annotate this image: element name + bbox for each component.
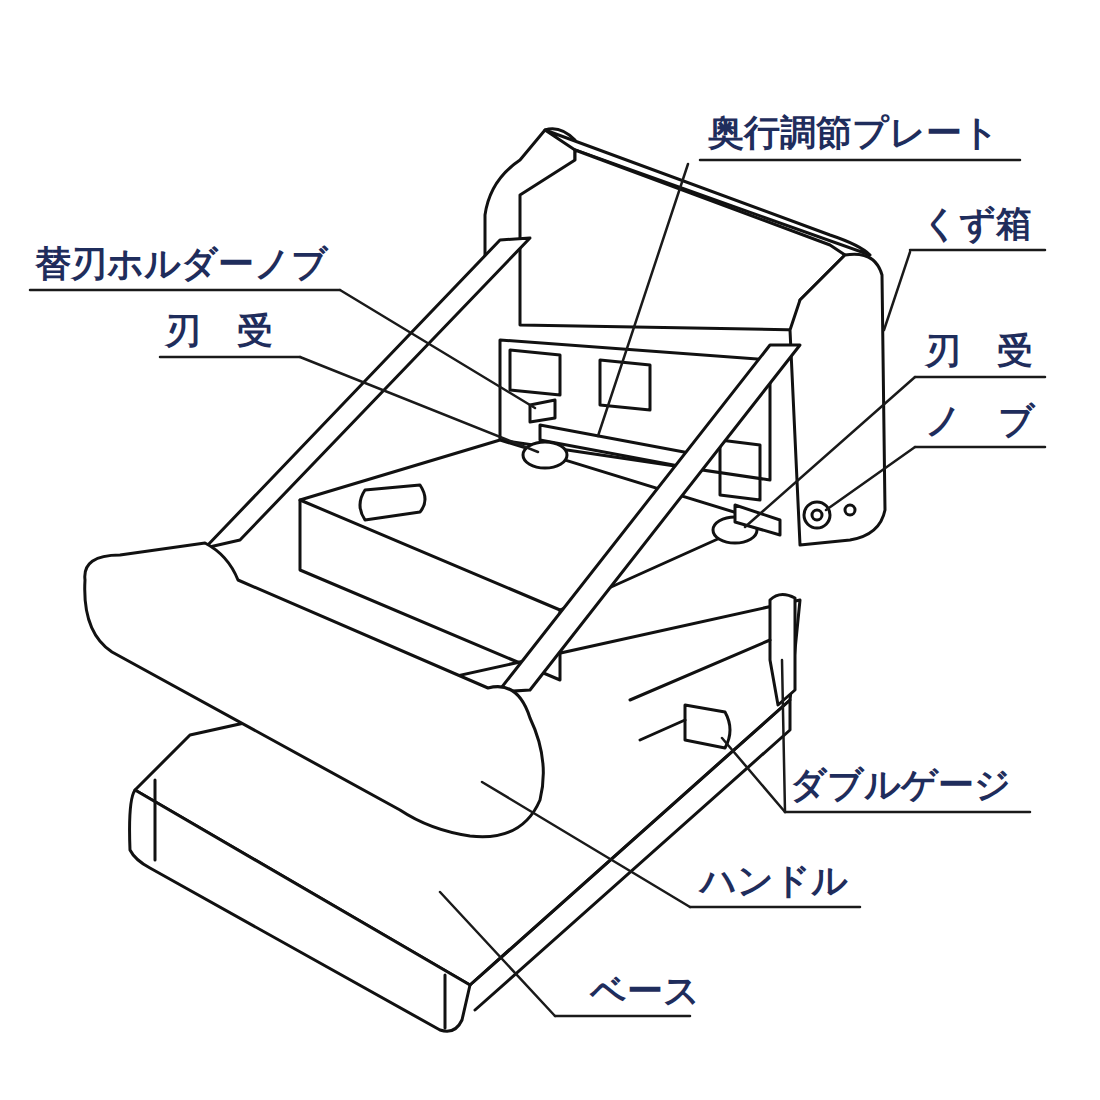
leader-line [826,447,915,510]
leader-line [782,660,785,812]
handle-grip [85,543,544,837]
right-holder [735,505,780,535]
leader-line [745,377,915,527]
part-label: くず箱 [922,203,1032,245]
leader-line [300,357,538,452]
leader-line [340,290,535,408]
base-front [130,790,470,1031]
underline [30,289,340,292]
handle-arm-left [205,238,530,548]
die-left [523,442,567,468]
knob [804,502,830,528]
part-label: ベース [590,970,700,1012]
underline [785,811,1030,814]
leader-line [722,738,785,812]
base-edge [155,780,445,1028]
slot [360,485,425,520]
underline [915,446,1045,449]
underline [160,356,300,359]
part-label: ダブルゲージ [790,764,1011,806]
underline [910,249,1045,252]
knob-center [812,510,822,520]
part-label: 刃 受 [925,330,1033,372]
underline [700,159,1020,162]
part-label: 刃 受 [165,310,273,352]
holder-knob [530,400,555,422]
gauge-tab [685,705,730,748]
part-label: 替刃ホルダーノブ [35,243,328,285]
part-label: ノ ブ [925,400,1035,442]
underline [690,906,860,909]
underline [915,376,1045,379]
part-label: 奥行調節プレート [708,112,999,154]
leader-line [482,782,690,907]
leader-line [440,892,555,1016]
gauge-rail [630,640,770,740]
underline [555,1015,690,1018]
leader-line [598,164,688,436]
part-label: ハンドル [700,860,848,902]
knob-screw [845,505,855,515]
leader-line [884,252,910,330]
